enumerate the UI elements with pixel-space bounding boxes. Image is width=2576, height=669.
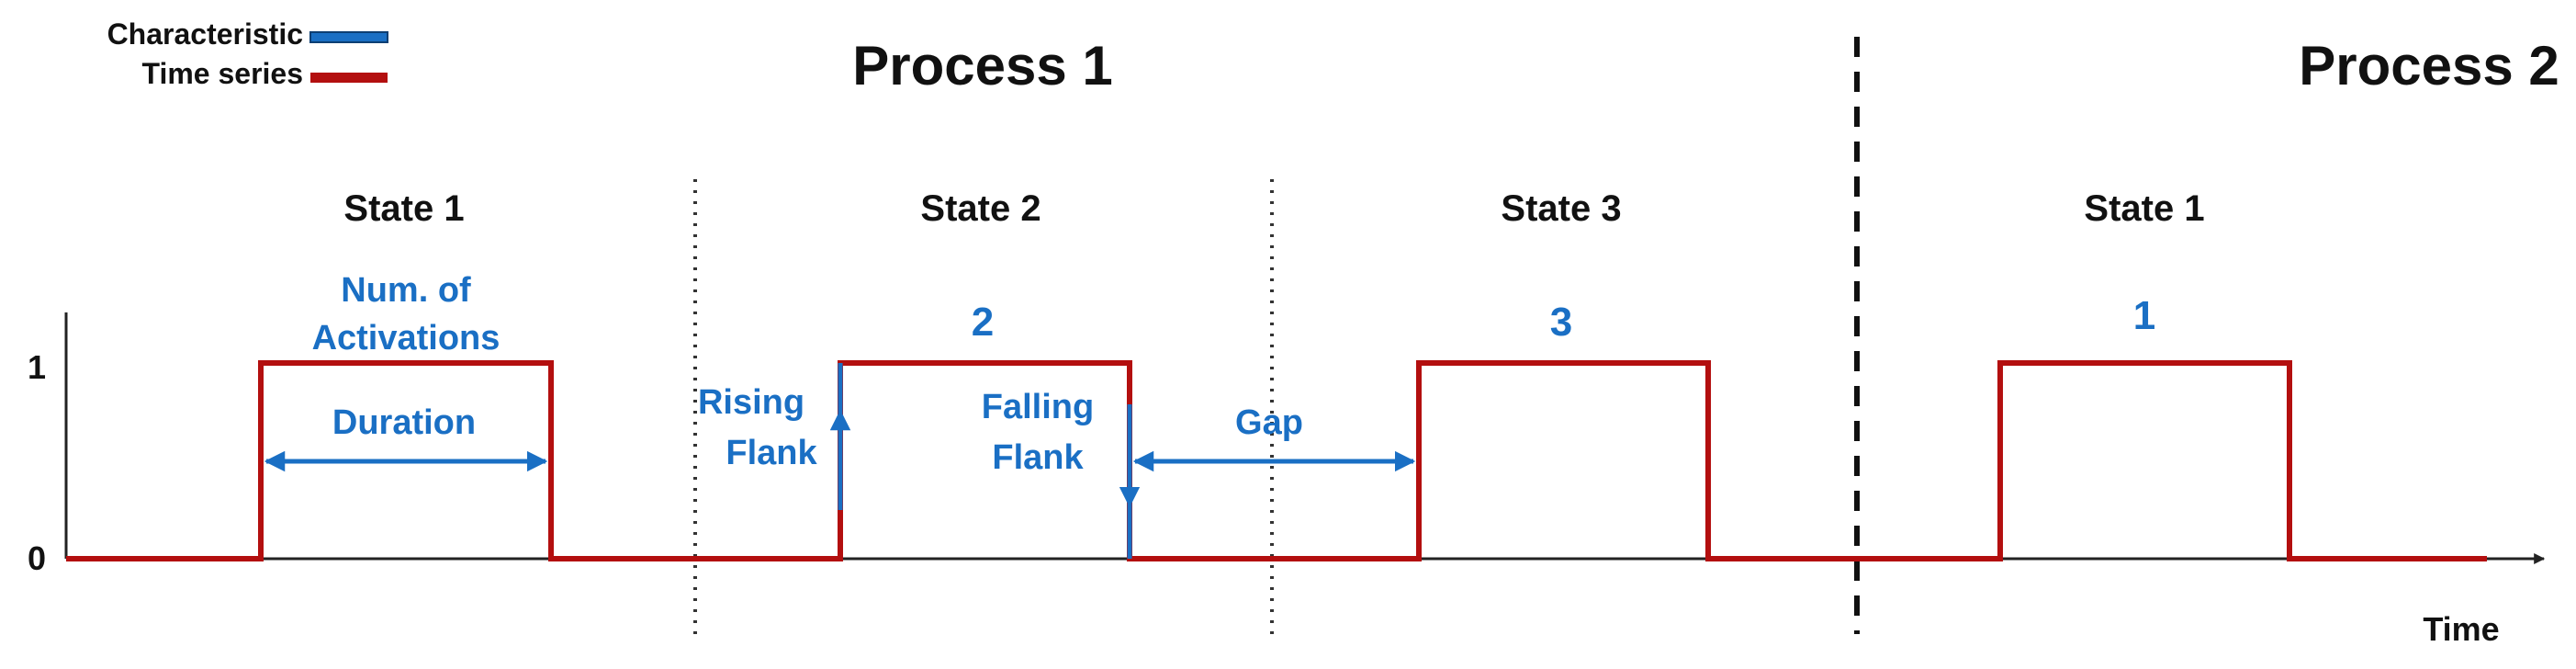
rising-flank-label-line2: Flank	[726, 434, 817, 472]
falling-flank-label-line1: Falling	[982, 388, 1094, 426]
process-2-title: Process 2	[2299, 35, 2559, 96]
legend-time-series-swatch	[310, 73, 388, 83]
rising-flank-label-line1: Rising	[698, 383, 804, 422]
legend-characteristic-label: Characteristic	[107, 17, 303, 51]
duration-label: Duration	[332, 403, 476, 442]
state-title-1: State 1	[343, 188, 464, 229]
legend-time-series-label: Time series	[141, 57, 303, 90]
num-activations-label-line2: Activations	[312, 319, 501, 357]
state-title-2: State 2	[920, 188, 1041, 229]
gap-label: Gap	[1235, 403, 1303, 442]
y-tick-1: 1	[28, 348, 46, 386]
y-tick-0: 0	[28, 539, 46, 577]
pulse-count-state-3: 3	[1550, 300, 1572, 345]
time-series-signal	[66, 360, 2487, 561]
time-axis-label: Time	[2423, 610, 2499, 648]
state-title-4: State 1	[2084, 188, 2204, 229]
pulse-count-state-2: 2	[972, 300, 994, 345]
legend: Characteristic Time series	[107, 17, 388, 90]
num-activations-label-line1: Num. of	[341, 271, 471, 310]
process-1-title: Process 1	[852, 35, 1113, 96]
legend-characteristic-swatch	[309, 31, 388, 43]
state-title-3: State 3	[1501, 188, 1621, 229]
falling-flank-label-line2: Flank	[992, 438, 1084, 477]
pulse-count-state-1b: 1	[2133, 293, 2155, 338]
